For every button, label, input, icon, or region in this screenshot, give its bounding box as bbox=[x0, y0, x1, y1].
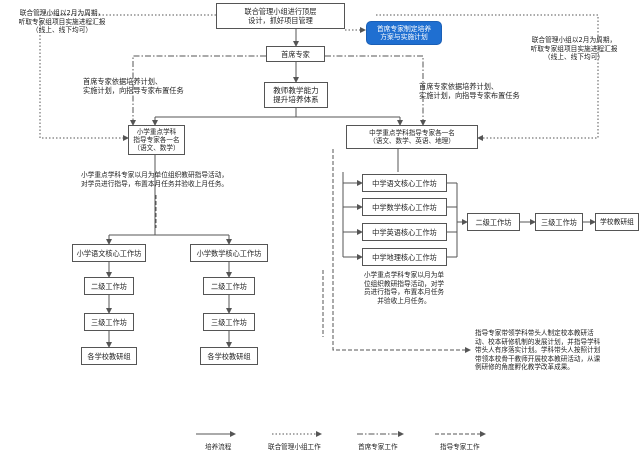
middle-lead-experts-node: 中学重点学科指导专家各一名 （语文、数学、英语、地理） bbox=[346, 125, 478, 149]
left-report-note: 联合管理小组以2月为周期， 听取专家组项目实施进程汇报 （线上、线下均可） bbox=[18, 9, 106, 35]
leader-guide-note: 指导专家带领学科带头人制定校本教研活 动、校本研修机制的发展计划，并指导学科 带… bbox=[475, 329, 601, 372]
middle-geography-workshop-node: 中学地理核心工作坊 bbox=[362, 248, 447, 266]
plan-node: 首席专家制定培养 方案与实施计划 bbox=[366, 21, 442, 45]
primary-school-group-left-node: 各学校教研组 bbox=[81, 347, 137, 365]
middle-english-workshop-node: 中学英语核心工作坊 bbox=[362, 223, 447, 241]
middle-level3-workshop-node: 三级工作坊 bbox=[535, 213, 583, 231]
top-design-node: 联合管理小组进行顶层 设计，抓好项目管理 bbox=[216, 3, 345, 29]
primary-school-group-right-node: 各学校教研组 bbox=[200, 347, 258, 365]
right-report-note: 联合管理小组以2月为周期， 听取专家组项目实施进程汇报 （线上、线下均可） bbox=[530, 36, 618, 62]
left-task-note: 首席专家依据培养计划、 实施计划，向指导专家布置任务 bbox=[83, 77, 184, 96]
middle-guide-note: 小学重点学科专家以月为单 位组织教研指导活动，对学 员进行指导，布置本月任务 并… bbox=[363, 271, 445, 306]
primary-lead-experts-node: 小学重点学科 指导专家各一名 （语文、数学） bbox=[128, 125, 185, 155]
primary-level3-workshop-left-node: 三级工作坊 bbox=[84, 313, 134, 331]
primary-math-workshop-node: 小学数学核心工作坊 bbox=[190, 244, 268, 262]
primary-level3-workshop-right-node: 三级工作坊 bbox=[203, 313, 255, 331]
middle-chinese-workshop-node: 中学语文核心工作坊 bbox=[362, 174, 447, 192]
primary-level2-workshop-right-node: 二级工作坊 bbox=[203, 277, 255, 295]
legend-label-guide-expert: 指导专家工作 bbox=[440, 443, 480, 451]
primary-chinese-workshop-node: 小学语文核心工作坊 bbox=[72, 244, 146, 262]
legend-label-joint-management: 联合管理小组工作 bbox=[268, 443, 321, 451]
training-system-node: 教师教学能力 提升培养体系 bbox=[264, 82, 328, 108]
chief-expert-node: 首席专家 bbox=[266, 46, 325, 62]
middle-school-group-node: 学校教研组 bbox=[595, 213, 639, 231]
legend-label-chief-expert: 首席专家工作 bbox=[358, 443, 398, 451]
middle-level2-workshop-node: 二级工作坊 bbox=[467, 213, 520, 231]
primary-level2-workshop-left-node: 二级工作坊 bbox=[84, 277, 134, 295]
primary-guide-note: 小学重点学科专家以月为单位组织教研指导活动， 对学员进行指导，布置本月任务并验收… bbox=[81, 171, 229, 188]
legend-label-flow: 培养流程 bbox=[205, 443, 232, 451]
right-task-note: 首席专家依据培养计划、 实施计划，向指导专家布置任务 bbox=[419, 82, 520, 101]
middle-math-workshop-node: 中学数学核心工作坊 bbox=[362, 198, 447, 216]
